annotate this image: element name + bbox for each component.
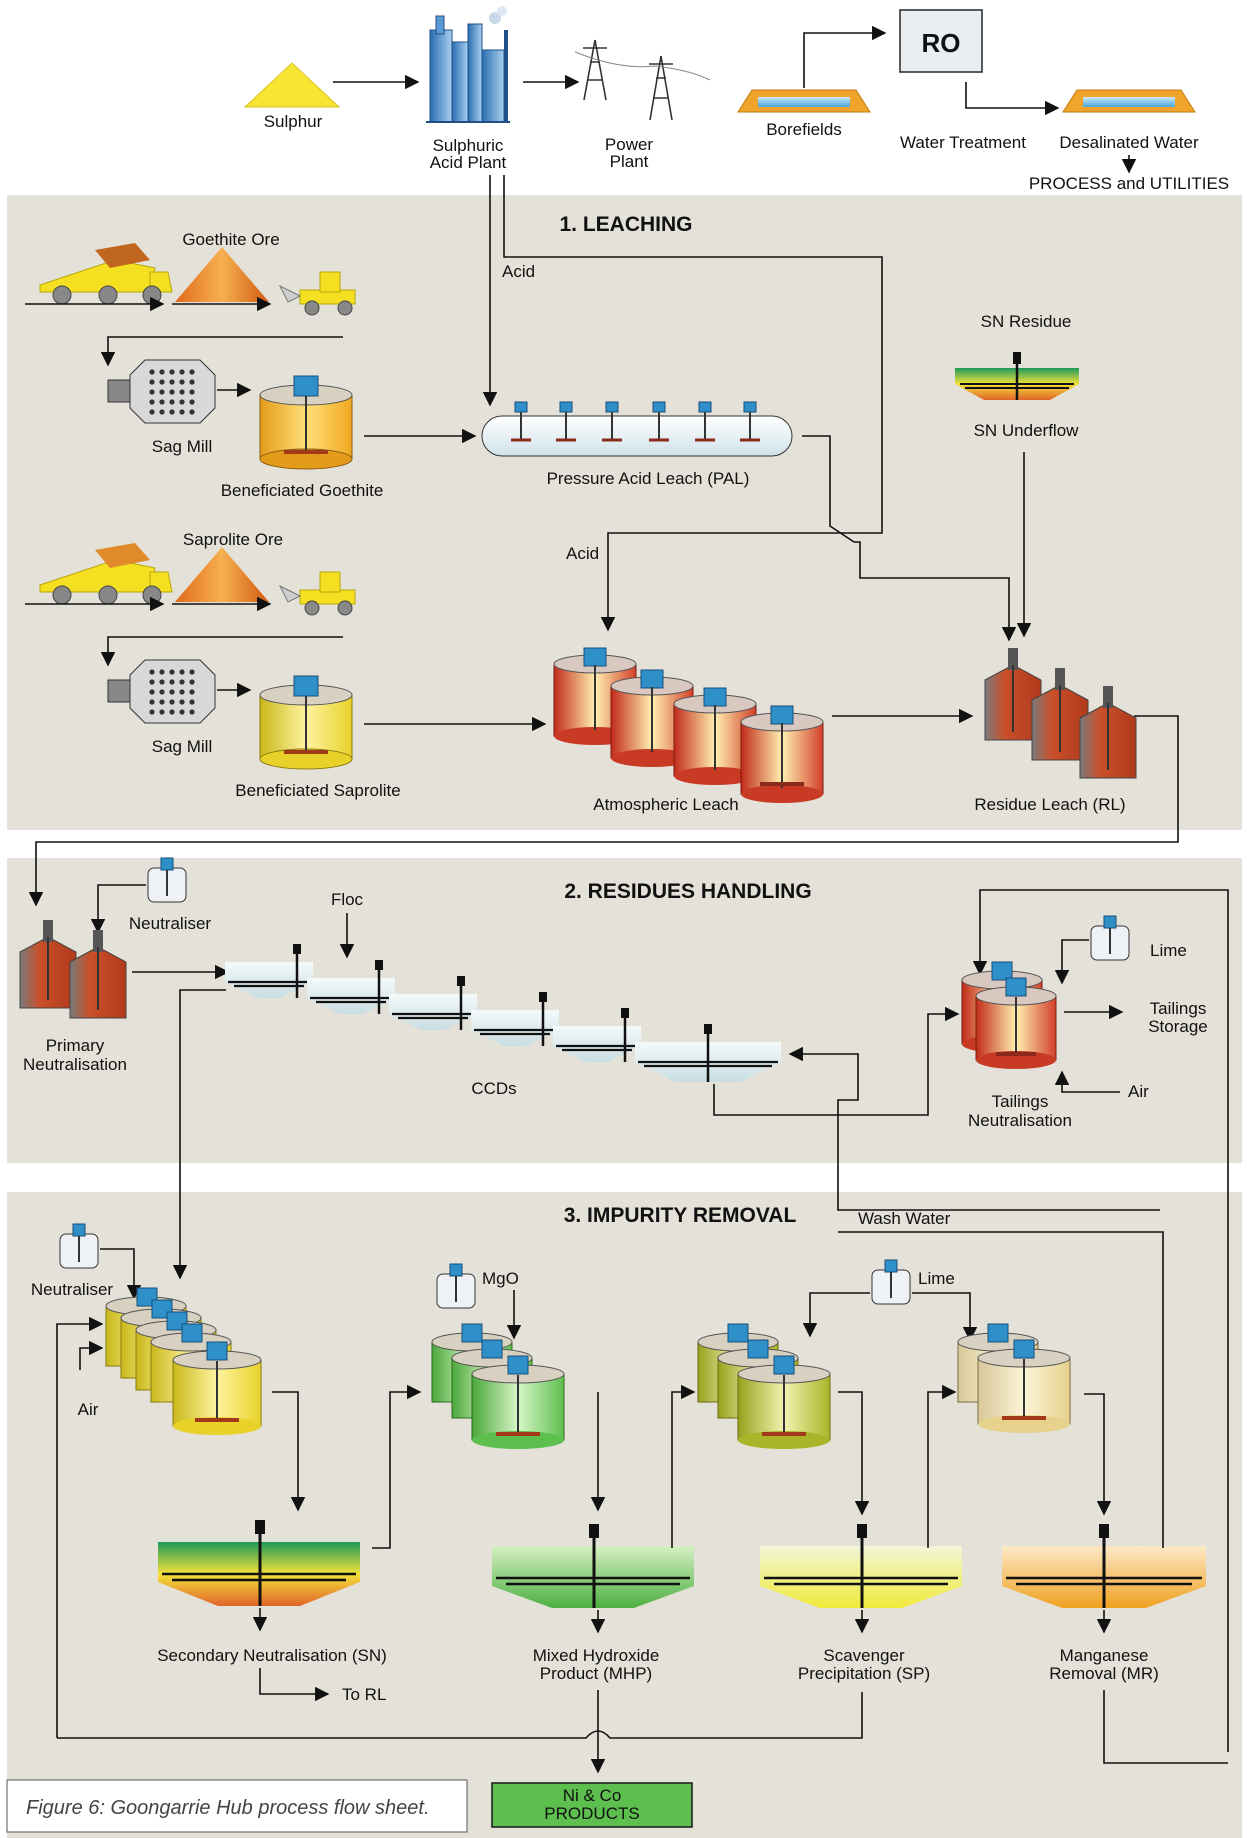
sp-label: Scavenger xyxy=(823,1646,905,1665)
dump-truck-icon-2 xyxy=(39,543,173,605)
mhp-thickener-icon xyxy=(492,1524,694,1608)
acid-plant-label-2: Acid Plant xyxy=(430,153,507,172)
sn-thickener-icon xyxy=(158,1520,360,1606)
sn-residue-thickener-icon xyxy=(955,352,1079,400)
loader-icon xyxy=(278,271,356,316)
atmospheric-leach-tanks-icon xyxy=(553,647,824,803)
acid-plant-label: Sulphuric xyxy=(433,136,504,155)
saprolite-ore-pile-icon xyxy=(175,547,269,602)
beneficiated-saprolite-label: Beneficiated Saprolite xyxy=(235,781,400,800)
impurity-title: 3. IMPURITY REMOVAL xyxy=(564,1204,797,1227)
tailings-neutralisation-label: Tailings xyxy=(992,1092,1049,1111)
acid-label-2: Acid xyxy=(566,544,599,563)
goethite-ore-pile-icon xyxy=(175,247,269,302)
products-label: Ni & Co xyxy=(563,1786,622,1805)
lime-label-2: Lime xyxy=(918,1269,955,1288)
primary-neutralisation-label-2: Neutralisation xyxy=(23,1055,127,1074)
sag-mill-label-2: Sag Mill xyxy=(152,737,212,756)
lime-drum-icon-1 xyxy=(1090,915,1130,961)
products-label-2: PRODUCTS xyxy=(544,1804,639,1823)
sp-label-2: Precipitation (SP) xyxy=(798,1664,930,1683)
wash-water-label: Wash Water xyxy=(858,1209,951,1228)
leaching-title: 1. LEACHING xyxy=(559,213,692,236)
power-plant-label: Power xyxy=(605,135,654,154)
figure-caption: Figure 6: Goongarrie Hub process flow sh… xyxy=(26,1797,430,1819)
ccds-thickeners-icon xyxy=(225,944,781,1082)
ro-label: RO xyxy=(922,28,961,58)
mgo-label: MgO xyxy=(482,1269,519,1288)
beneficiated-goethite-label: Beneficiated Goethite xyxy=(221,481,384,500)
sulphur-pile-icon xyxy=(243,62,341,108)
neutraliser-label-2: Neutraliser xyxy=(31,1280,114,1299)
power-plant-label-2: Plant xyxy=(610,152,649,171)
to-rl-label: To RL xyxy=(342,1685,386,1704)
products-box xyxy=(491,1782,693,1828)
primary-neutralisation-tanks-icon xyxy=(19,920,127,1019)
impurity-panel xyxy=(7,1192,1242,1838)
mr-tanks-icon xyxy=(957,1323,1071,1433)
loader-icon-2 xyxy=(278,571,356,616)
desalinated-water-label: Desalinated Water xyxy=(1059,133,1199,152)
mhp-tanks-icon xyxy=(431,1323,565,1449)
caption-box xyxy=(6,1779,468,1833)
sn-label: Secondary Neutralisation (SN) xyxy=(157,1646,387,1665)
neutraliser-drum-icon xyxy=(147,857,187,903)
tailings-neutralisation-tanks-icon xyxy=(961,961,1057,1069)
pal-autoclave-icon xyxy=(481,401,793,457)
process-utilities-label: PROCESS and UTILITIES xyxy=(1029,174,1229,193)
sulphur-label: Sulphur xyxy=(264,112,323,131)
borefields-pond-icon xyxy=(737,89,871,113)
mhp-label: Mixed Hydroxide xyxy=(533,1646,660,1665)
goethite-ore-label: Goethite Ore xyxy=(182,230,279,249)
saprolite-ore-label: Saprolite Ore xyxy=(183,530,283,549)
sp-thickener-icon xyxy=(760,1524,962,1608)
sp-tanks-icon xyxy=(697,1323,831,1449)
sag-mill-icon-1 xyxy=(107,359,216,424)
primary-neutralisation-label: Primary xyxy=(46,1036,105,1055)
mr-label: Manganese xyxy=(1060,1646,1149,1665)
residues-title: 2. RESIDUES HANDLING xyxy=(564,880,811,903)
sn-residue-label: SN Residue xyxy=(981,312,1072,331)
acid-plant-icon xyxy=(426,6,510,123)
goethite-tank-icon xyxy=(259,375,353,470)
sag-mill-icon-2 xyxy=(107,659,216,724)
borefields-label: Borefields xyxy=(766,120,842,139)
pal-label: Pressure Acid Leach (PAL) xyxy=(547,469,750,488)
neutraliser-label-1: Neutraliser xyxy=(129,914,212,933)
air-label-2: Air xyxy=(78,1400,99,1419)
dump-truck-icon xyxy=(39,243,173,305)
tailings-storage-label: Tailings xyxy=(1150,999,1207,1018)
mgo-drum-icon xyxy=(436,1263,476,1309)
mr-thickener-icon xyxy=(1002,1524,1206,1608)
residue-leach-label: Residue Leach (RL) xyxy=(974,795,1125,814)
air-label-1: Air xyxy=(1128,1082,1149,1101)
sn-underflow-label: SN Underflow xyxy=(974,421,1080,440)
acid-label-1: Acid xyxy=(502,262,535,281)
tailings-storage-label-2: Storage xyxy=(1148,1017,1208,1036)
saprolite-tank-icon xyxy=(259,675,353,770)
desalinated-pond-icon xyxy=(1062,89,1196,113)
power-pylon-icon xyxy=(574,39,711,121)
neutraliser-drum-icon-2 xyxy=(59,1223,99,1269)
floc-label: Floc xyxy=(331,890,364,909)
mhp-label-2: Product (MHP) xyxy=(540,1664,652,1683)
mr-label-2: Removal (MR) xyxy=(1049,1664,1159,1683)
ro-box xyxy=(899,9,983,73)
tailings-neutralisation-label-2: Neutralisation xyxy=(968,1111,1072,1130)
atmospheric-leach-label: Atmospheric Leach xyxy=(593,795,739,814)
residue-leach-tanks-icon xyxy=(984,648,1137,779)
sag-mill-label-1: Sag Mill xyxy=(152,437,212,456)
ccds-label: CCDs xyxy=(471,1079,516,1098)
sn-tanks-icon xyxy=(105,1287,262,1435)
lime-label-1: Lime xyxy=(1150,941,1187,960)
lime-drum-icon-2 xyxy=(871,1259,911,1305)
water-treatment-label: Water Treatment xyxy=(900,133,1026,152)
